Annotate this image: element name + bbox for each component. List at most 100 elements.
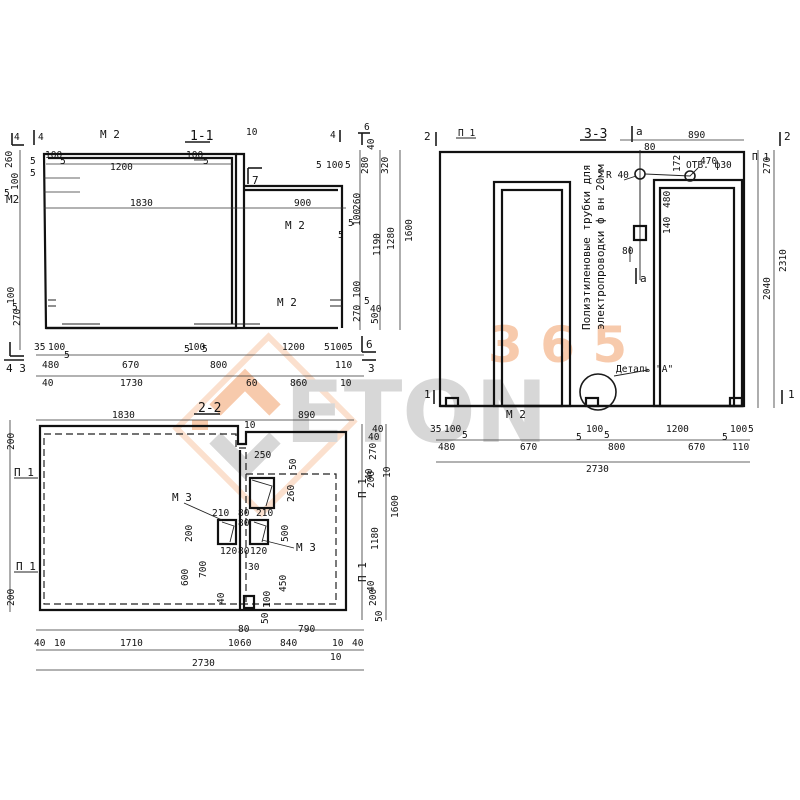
dim-label: 172 xyxy=(672,155,683,172)
marker-label: 2 xyxy=(784,130,791,143)
dim-label: 670 xyxy=(688,442,705,453)
dim-label: 210 xyxy=(212,508,229,519)
dim-label: 40 xyxy=(372,424,384,435)
watermark: 3 6 5 ETON xyxy=(172,316,627,518)
dim-label: 10 xyxy=(340,378,352,389)
marker-label: 4 xyxy=(14,132,20,143)
dim-label: 100 xyxy=(352,281,363,298)
label-m3-a: M 3 xyxy=(172,491,192,504)
dim-label: 890 xyxy=(298,410,315,421)
dim-label: 480 xyxy=(662,191,673,208)
label-m2: M 2 xyxy=(506,408,526,421)
dim-label: 5 xyxy=(30,156,36,167)
dim-label: 80 xyxy=(644,142,656,153)
watermark-brand: ETON xyxy=(285,363,548,463)
dim-label: 80 xyxy=(238,518,250,529)
dim-label: 200 xyxy=(184,525,195,542)
dim-label: 100 xyxy=(186,150,203,161)
dim-label: 480 xyxy=(438,442,455,453)
label-a-mid: a xyxy=(640,272,647,285)
dim-label: 10 xyxy=(244,420,256,431)
opening-rect xyxy=(216,518,238,546)
dim-label: 40 xyxy=(42,378,54,389)
dim-label: 40 xyxy=(366,580,377,592)
dim-label: 270 xyxy=(762,157,773,174)
dim-label: 2310 xyxy=(778,249,789,272)
dim-label: 5 xyxy=(64,350,70,361)
dim-label: 450 xyxy=(278,575,289,592)
dim-label: 1280 xyxy=(386,227,397,250)
dim-label: 100 xyxy=(6,287,17,304)
dim-label: 5 xyxy=(722,432,728,443)
marker-label: 3 xyxy=(368,362,375,375)
dim-label: 890 xyxy=(688,130,705,141)
marker-label: 4 xyxy=(38,132,44,143)
dim-label: 260 xyxy=(4,151,15,168)
section-title-3-3: 3-3 xyxy=(584,127,607,142)
marker-label: 4 xyxy=(330,130,336,141)
dim-label: 100 xyxy=(45,150,62,161)
dim-label: 100 xyxy=(48,342,65,353)
dim-label: 40 xyxy=(366,138,377,150)
dim-label: 10 xyxy=(330,652,342,663)
dim-label: 200 xyxy=(6,589,17,606)
dim-label: 200 xyxy=(366,471,377,488)
dim-label: 10 xyxy=(332,638,344,649)
opening-rect xyxy=(248,476,276,510)
section-marker-2-right: 2 П 1 xyxy=(752,130,791,163)
dim-label: 120 xyxy=(250,546,267,557)
dim-label: 40 xyxy=(352,638,364,649)
dim-label: 50 xyxy=(288,458,299,470)
dim-label: 250 xyxy=(254,450,271,461)
dim-label: 5 xyxy=(30,168,36,179)
marker-label: 1 xyxy=(788,388,795,401)
dim-label: 5 xyxy=(324,342,330,353)
label-hole: ОТВ. ф30 xyxy=(686,160,732,171)
section-marker-2-left: 2 П 1 xyxy=(424,128,476,146)
dim-label: 1600 xyxy=(390,495,401,518)
label-p1-a: П 1 xyxy=(14,466,34,479)
marker-label: 1 xyxy=(424,388,431,401)
dim-label: 100 xyxy=(262,591,273,608)
dim-label: 40 xyxy=(370,304,382,315)
dim-label: 270 xyxy=(352,305,363,322)
dim-label: 790 xyxy=(298,624,315,635)
dim-label: 5 xyxy=(748,424,754,435)
dim-label: 470 xyxy=(700,156,717,167)
label-p1-a: П 1 xyxy=(458,128,475,139)
dim-label: 600 xyxy=(180,569,191,586)
dim-label: 280 xyxy=(360,157,371,174)
dim-label: 35 xyxy=(430,424,441,435)
dim-label: 860 xyxy=(290,378,307,389)
section-title-1-1: 1-1 xyxy=(190,129,213,144)
dim-label: 5 xyxy=(4,188,10,199)
opening-rect xyxy=(248,518,270,546)
section-1-1: 1-1 M 2 M2 M 2 M 2 4 4 4 6 7 4 3 6 xyxy=(4,122,415,389)
dim-label: 5 xyxy=(348,218,354,229)
section-2-2: 2-2 M 3 M 3 П 1 П 1 П 1 П 1 1830 890 10 … xyxy=(6,401,401,671)
marker-label: 7 xyxy=(252,174,259,187)
dim-label: 260 xyxy=(352,193,363,210)
dim-label: 800 xyxy=(608,442,625,453)
label-m2-right: M 2 xyxy=(285,219,305,232)
dim-label: 5 xyxy=(345,160,351,171)
section-marker-4: 4 4 xyxy=(11,130,44,146)
marker-label: 2 xyxy=(424,130,431,143)
dim-label: 270 xyxy=(12,309,23,326)
ceiling-outline xyxy=(38,424,348,612)
dim-label: 320 xyxy=(380,157,391,174)
dim-label: 40 xyxy=(216,592,227,604)
dim-label: 700 xyxy=(198,561,209,578)
dim-label: 1730 xyxy=(120,378,143,389)
dim-label: 5 xyxy=(12,302,18,313)
dim-label: 5 xyxy=(347,342,353,353)
label-m3-b: M 3 xyxy=(296,541,316,554)
label-m2-left: M2 xyxy=(6,193,19,206)
dim-label: 1710 xyxy=(120,638,143,649)
dim-label: 260 xyxy=(286,485,297,502)
dim-label: 40 xyxy=(364,468,375,480)
dim-label: 5 xyxy=(202,344,208,355)
dim-label: 100 xyxy=(444,424,461,435)
label-p1-b: П 1 xyxy=(752,152,769,163)
dim-label: 80 xyxy=(238,624,250,635)
